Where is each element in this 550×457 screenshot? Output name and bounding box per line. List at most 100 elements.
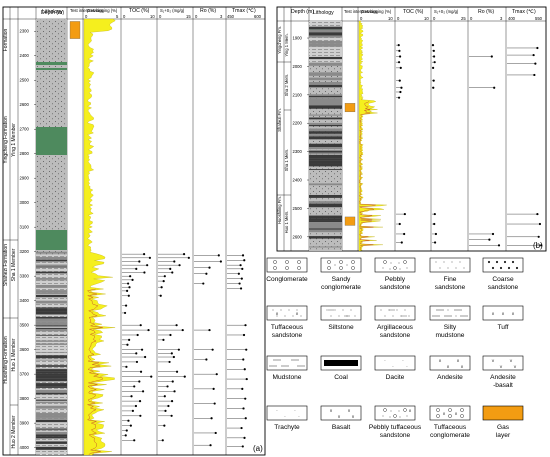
- toc-point: [398, 55, 402, 58]
- lithology-band: [309, 56, 342, 60]
- header-ro-a: Ro (%): [200, 8, 216, 14]
- ro-point: [208, 328, 211, 332]
- header-tmax-a: Tmax (℃): [232, 8, 256, 14]
- legend-item-dacite: ····Dacite: [374, 355, 416, 381]
- tmax-point: [244, 324, 247, 327]
- tmax-point: [241, 445, 244, 448]
- lithology-band: [36, 389, 67, 393]
- s1s2-point: [169, 267, 172, 270]
- ro-point: [205, 358, 208, 361]
- pebbly-tuffaceous-sandstone-label: sandstone: [380, 432, 411, 439]
- lithology-band: [36, 383, 67, 387]
- pebbly-sandstone-label: sandstone: [380, 284, 411, 291]
- lithology-band: [36, 436, 67, 439]
- ro-series-b: [469, 55, 501, 247]
- lithology-band: [36, 266, 67, 268]
- member-a-1: Sha 1 Member: [11, 248, 17, 281]
- scale-toc-max-b: 10: [424, 16, 429, 21]
- lithology-band: [309, 215, 342, 219]
- legend-item-andesite: ∧∧∧∧Andesite: [429, 355, 471, 381]
- basalt-label: Basalt: [332, 424, 350, 431]
- s1s2-point: [434, 232, 438, 236]
- formation-a-3: Huoshiling Formation: [3, 336, 9, 383]
- lithology-band: [309, 225, 342, 229]
- legend-item-mudstone: Mudstone: [266, 355, 308, 381]
- tmax-point: [533, 73, 536, 77]
- lithology-band: [309, 165, 342, 167]
- toc-series-b: [396, 44, 406, 244]
- ro-point: [209, 444, 212, 447]
- lithology-band: [36, 373, 67, 376]
- lithology-band: [309, 220, 342, 223]
- lithology-band: [36, 321, 67, 323]
- ro-point: [212, 387, 215, 390]
- fine-sandstone-label: Fine: [444, 276, 457, 283]
- lithology-band: [36, 351, 67, 353]
- lithology-band: [309, 246, 342, 248]
- ro-point: [488, 238, 491, 241]
- toc-point: [135, 267, 138, 270]
- s1s2-point: [164, 409, 167, 413]
- lithology-band: [36, 401, 67, 404]
- scale-gas-min-a: 0: [85, 14, 88, 19]
- s1s2-point: [181, 328, 184, 332]
- scale-toc-min-b: 0: [397, 16, 400, 21]
- lithology-band: [309, 131, 342, 134]
- lithology-band: [309, 152, 342, 154]
- panel-a-border: [2, 6, 266, 456]
- s1s2-point: [171, 380, 174, 383]
- lithology-column-a: [36, 19, 67, 455]
- s1s2-point: [170, 400, 174, 403]
- s1s2-series-a: [158, 253, 190, 442]
- lithology-band: [36, 300, 67, 304]
- lithology-band: [36, 355, 67, 359]
- member-a-3: Huo 2 Member: [11, 415, 17, 448]
- lithology-band: [36, 251, 67, 254]
- lithology-band: [309, 77, 342, 81]
- toc-point: [403, 232, 406, 236]
- lithology-band: [309, 201, 342, 204]
- depth-tick-label: 2600: [293, 234, 303, 239]
- lithology-band: [36, 328, 67, 332]
- svg-text:v: v: [492, 359, 495, 364]
- lithology-band: [36, 429, 67, 431]
- lithology-band: [309, 84, 342, 88]
- lithology-band: [36, 261, 67, 263]
- panel-b-border: [276, 6, 547, 252]
- svg-text:∧: ∧: [438, 359, 441, 364]
- toc-point: [126, 343, 129, 346]
- toc-point: [131, 278, 134, 281]
- s1s2-point: [175, 324, 178, 327]
- formation-a-2: Shahezi Formation: [3, 244, 9, 286]
- tmax-point: [237, 272, 240, 275]
- lithology-band: [36, 434, 67, 437]
- header-ro-b: Ro (%): [478, 9, 494, 15]
- svg-text:∧: ∧: [511, 312, 514, 317]
- ro-point: [211, 348, 214, 351]
- s1s2-point: [163, 424, 166, 427]
- tuff-label: Tuff: [498, 324, 509, 331]
- depth-tick-label: 2200: [293, 121, 303, 126]
- depth-tick-label: 2600: [20, 102, 30, 107]
- lithology-band: [36, 325, 67, 327]
- toc-point: [127, 282, 130, 285]
- toc-point: [138, 260, 141, 263]
- svg-text:∧: ∧: [275, 312, 278, 317]
- member-b-0: Ying 1 Mem.: [284, 33, 289, 56]
- tmax-point: [244, 397, 247, 400]
- svg-text:·: ·: [392, 365, 393, 370]
- scale-ro-max-a: 3: [220, 14, 223, 19]
- sandy-conglomerate-swatch: [320, 257, 362, 273]
- tmax-point: [537, 235, 540, 238]
- s1s2-point: [170, 414, 173, 417]
- header-s-b: S₁+S₂ (mg/g): [434, 9, 459, 14]
- header-toc-b: TOC (%): [403, 9, 424, 15]
- gas-layer-label: layer: [496, 432, 511, 439]
- formation-b-0: Yingcheng Fm.: [277, 26, 282, 54]
- ro-point: [202, 282, 205, 285]
- svg-text:∨: ∨: [337, 415, 340, 420]
- scale-s-max-b: 25: [461, 16, 466, 21]
- lithology-band: [309, 81, 342, 85]
